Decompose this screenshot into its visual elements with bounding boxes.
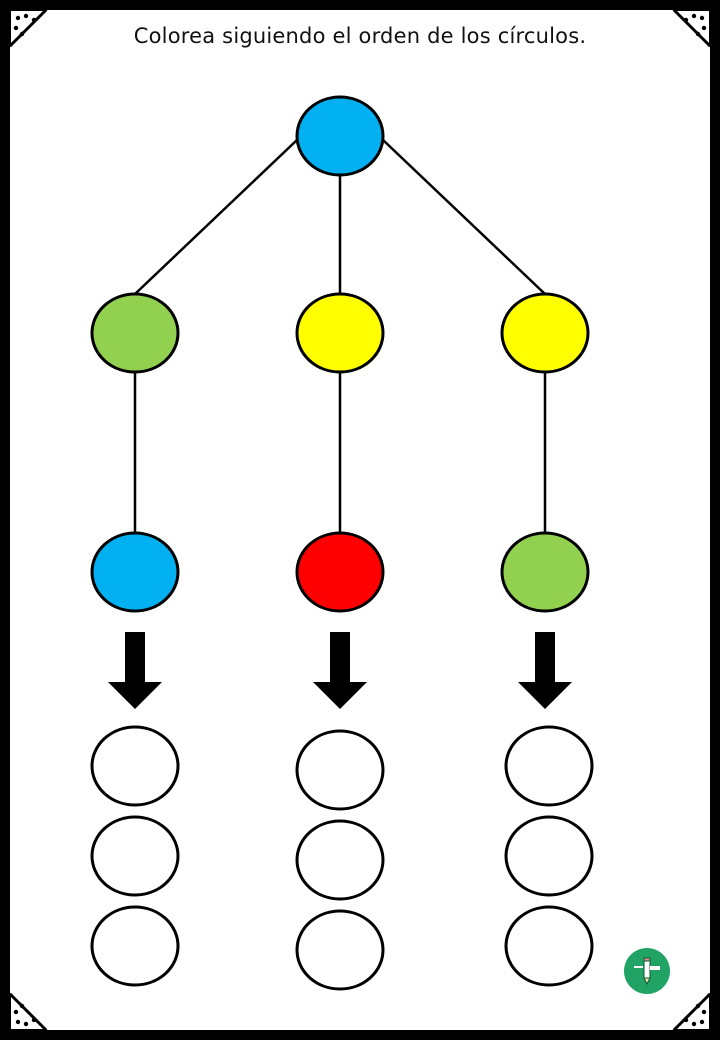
- blank-circle-2-0: [504, 725, 594, 807]
- down-arrow-icon: [313, 632, 367, 709]
- connector-root-2: [382, 139, 546, 295]
- level1-circle-1: [295, 292, 385, 374]
- circles: [90, 95, 594, 991]
- level2-circle-2: [500, 531, 590, 613]
- blank-circle-2-1: [504, 815, 594, 897]
- dotted-corner-icon: [8, 991, 49, 1032]
- level2-circle-1: [295, 531, 385, 613]
- level2-circle-0: [90, 531, 180, 613]
- dotted-corner-icon: [671, 991, 712, 1032]
- blank-circle-0-0: [90, 725, 180, 807]
- blank-circle-1-1: [295, 819, 385, 901]
- level1-circle-0: [90, 292, 180, 374]
- corner-decorations: [8, 8, 712, 1032]
- down-arrow-icon: [518, 632, 572, 709]
- pencil-icon: [634, 957, 660, 986]
- connector-lines: [133, 139, 547, 533]
- connector-root-0: [134, 139, 298, 295]
- down-arrow-icon: [108, 632, 162, 709]
- pencil-badge-icon: [624, 948, 670, 994]
- dotted-corner-icon: [8, 8, 49, 49]
- blank-circle-1-0: [295, 729, 385, 811]
- level1-circle-2: [500, 292, 590, 374]
- blank-circle-0-2: [90, 905, 180, 987]
- instruction-title: Colorea siguiendo el orden de los círcul…: [133, 24, 587, 48]
- blank-circle-2-2: [504, 905, 594, 987]
- blank-circle-1-2: [295, 909, 385, 991]
- blank-circle-0-1: [90, 815, 180, 897]
- dotted-corner-icon: [671, 8, 712, 49]
- down-arrows: [108, 632, 572, 709]
- root-circle: [295, 95, 385, 177]
